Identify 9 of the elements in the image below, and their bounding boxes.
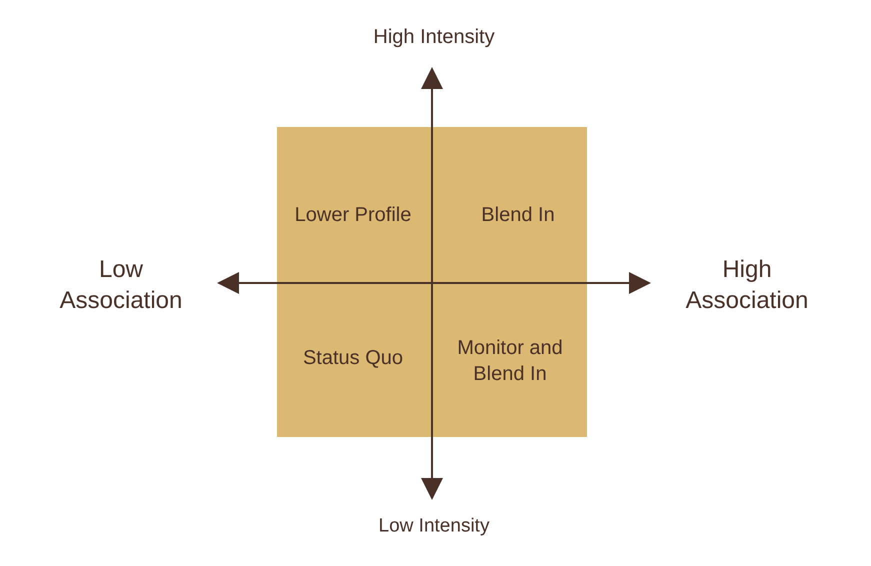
axis-label: High Intensity (373, 25, 495, 50)
quadrant-label: Lower Profile (294, 203, 412, 228)
quadrant-label: Status Quo (302, 346, 404, 371)
axis-label: Low Association (60, 254, 182, 316)
quadrant-label: Blend In (481, 203, 555, 228)
quadrant-label: Monitor and Blend In (456, 336, 564, 387)
axis-label: High Association (686, 254, 808, 316)
quadrant-square (277, 127, 587, 437)
axis-label: Low Intensity (378, 514, 490, 539)
